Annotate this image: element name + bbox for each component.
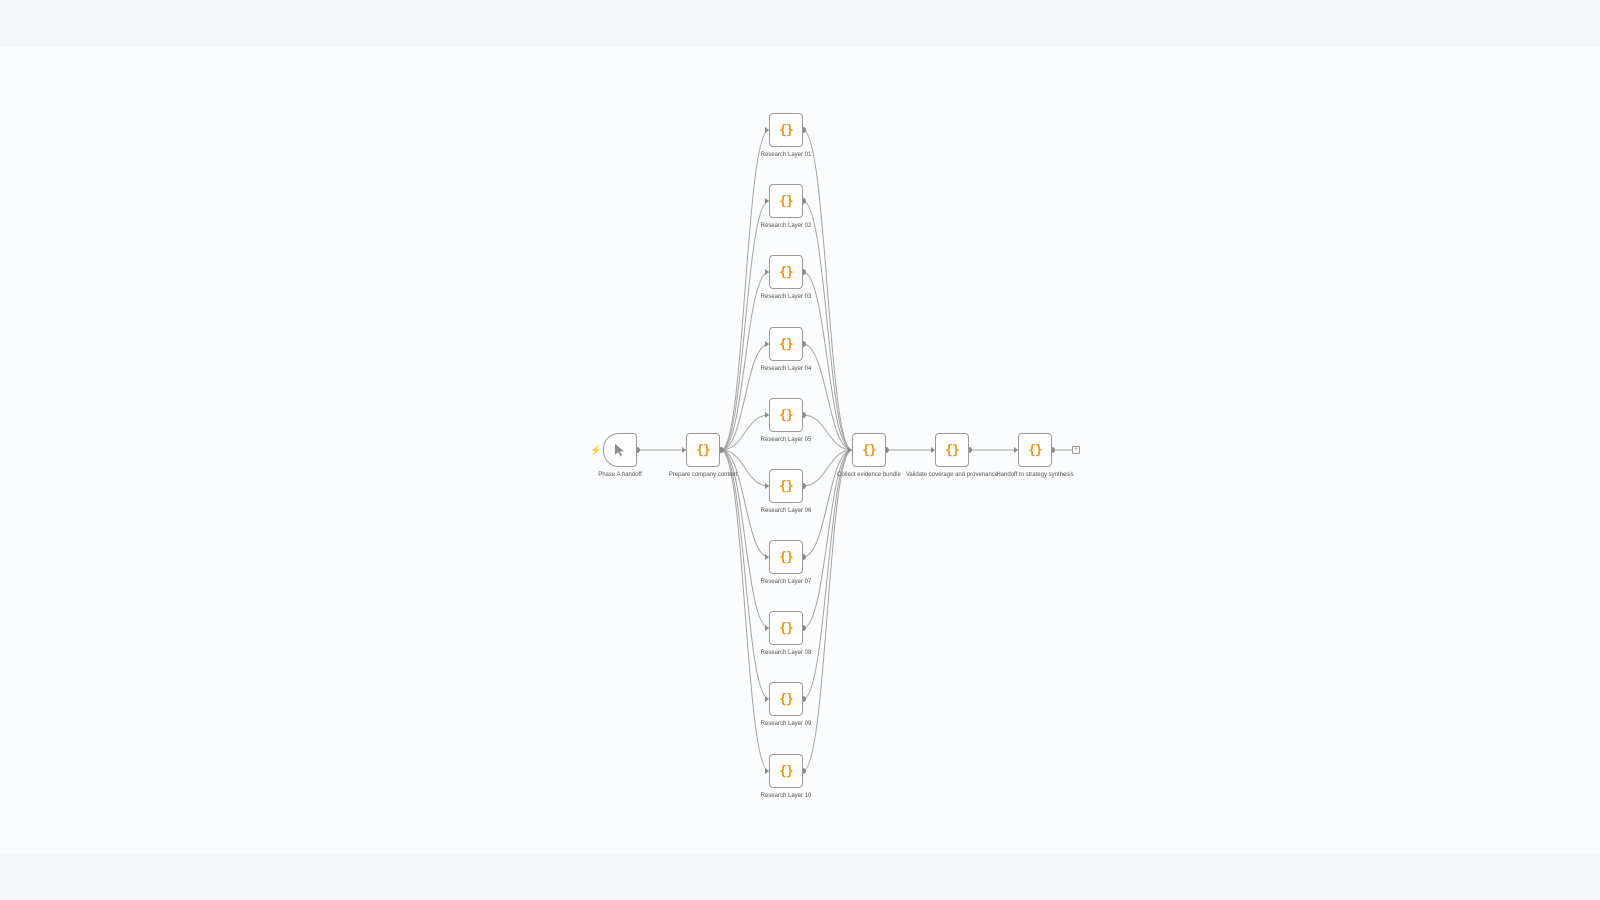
node-label: Collect evidence bundle bbox=[837, 472, 901, 478]
connection-line bbox=[802, 200, 853, 451]
connection-line bbox=[802, 343, 853, 451]
node-research-layer-06[interactable]: {} bbox=[769, 469, 803, 503]
node-research-layer-02[interactable]: {} bbox=[769, 184, 803, 218]
code-icon: {} bbox=[779, 407, 794, 423]
input-handle[interactable] bbox=[1014, 447, 1018, 453]
node-label: Research Layer 04 bbox=[760, 366, 812, 372]
connection-line bbox=[720, 449, 770, 487]
node-label: Research Layer 05 bbox=[760, 437, 812, 443]
lightning-icon: ⚡ bbox=[590, 445, 602, 455]
node-research-layer-10[interactable]: {} bbox=[769, 754, 803, 788]
code-icon: {} bbox=[862, 442, 877, 458]
node-research-layer-04[interactable]: {} bbox=[769, 327, 803, 361]
node-label: Research Layer 07 bbox=[760, 579, 812, 585]
node-prepare-company-context[interactable]: {} bbox=[686, 433, 720, 467]
node-label: Research Layer 01 bbox=[760, 152, 812, 158]
connection-line bbox=[720, 200, 770, 451]
node-label: Research Layer 08 bbox=[760, 650, 812, 656]
connection-line bbox=[802, 271, 853, 451]
node-research-layer-03[interactable]: {} bbox=[769, 255, 803, 289]
connection-line bbox=[802, 414, 853, 451]
code-icon: {} bbox=[696, 442, 711, 458]
input-handle[interactable] bbox=[765, 269, 769, 275]
cursor-icon bbox=[615, 444, 624, 457]
input-handle[interactable] bbox=[848, 447, 852, 453]
input-handle[interactable] bbox=[931, 447, 935, 453]
code-icon: {} bbox=[779, 763, 794, 779]
node-label: Research Layer 06 bbox=[760, 508, 812, 514]
node-label: Research Layer 02 bbox=[760, 223, 812, 229]
connection-line bbox=[802, 449, 853, 700]
node-research-layer-08[interactable]: {} bbox=[769, 611, 803, 645]
input-handle[interactable] bbox=[682, 447, 686, 453]
code-icon: {} bbox=[779, 620, 794, 636]
node-handoff-strategy[interactable]: {} bbox=[1018, 433, 1052, 467]
connection-line bbox=[720, 271, 770, 451]
connection-line bbox=[720, 414, 770, 451]
input-handle[interactable] bbox=[765, 625, 769, 631]
connection-line bbox=[802, 449, 853, 487]
code-icon: {} bbox=[779, 549, 794, 565]
code-icon: {} bbox=[945, 442, 960, 458]
connection-line bbox=[802, 449, 853, 772]
node-label: Research Layer 10 bbox=[760, 793, 812, 799]
node-research-layer-09[interactable]: {} bbox=[769, 682, 803, 716]
code-icon: {} bbox=[779, 691, 794, 707]
node-label: Research Layer 09 bbox=[760, 721, 812, 727]
input-handle[interactable] bbox=[765, 127, 769, 133]
code-icon: {} bbox=[779, 478, 794, 494]
connection-line bbox=[720, 343, 770, 451]
input-handle[interactable] bbox=[765, 412, 769, 418]
connection-line bbox=[720, 449, 770, 700]
plus-icon[interactable]: + bbox=[1072, 446, 1080, 454]
node-label: Phase A handoff bbox=[598, 472, 642, 478]
node-research-layer-07[interactable]: {} bbox=[769, 540, 803, 574]
node-label: Handoff to strategy synthesis bbox=[996, 472, 1074, 478]
input-handle[interactable] bbox=[765, 483, 769, 489]
code-icon: {} bbox=[779, 193, 794, 209]
node-label: Prepare company context bbox=[668, 472, 738, 478]
input-handle[interactable] bbox=[765, 554, 769, 560]
connection-line bbox=[802, 129, 853, 451]
node-label: Validate coverage and provenance bbox=[905, 472, 999, 478]
input-handle[interactable] bbox=[765, 696, 769, 702]
input-handle[interactable] bbox=[765, 768, 769, 774]
input-handle[interactable] bbox=[765, 198, 769, 204]
node-label: Research Layer 03 bbox=[760, 294, 812, 300]
node-validate-coverage[interactable]: {} bbox=[935, 433, 969, 467]
workflow-canvas[interactable] bbox=[0, 47, 1600, 854]
input-handle[interactable] bbox=[765, 341, 769, 347]
connection-line bbox=[802, 449, 853, 629]
connection-line bbox=[720, 449, 770, 558]
code-icon: {} bbox=[779, 122, 794, 138]
connection-line bbox=[720, 449, 770, 629]
connection-line bbox=[802, 449, 853, 558]
code-icon: {} bbox=[779, 336, 794, 352]
code-icon: {} bbox=[779, 264, 794, 280]
connection-line bbox=[720, 449, 770, 772]
node-research-layer-05[interactable]: {} bbox=[769, 398, 803, 432]
connection-line bbox=[720, 129, 770, 451]
node-phase-a-handoff[interactable] bbox=[603, 433, 637, 467]
node-research-layer-01[interactable]: {} bbox=[769, 113, 803, 147]
code-icon: {} bbox=[1028, 442, 1043, 458]
node-collect-evidence-bundle[interactable]: {} bbox=[852, 433, 886, 467]
